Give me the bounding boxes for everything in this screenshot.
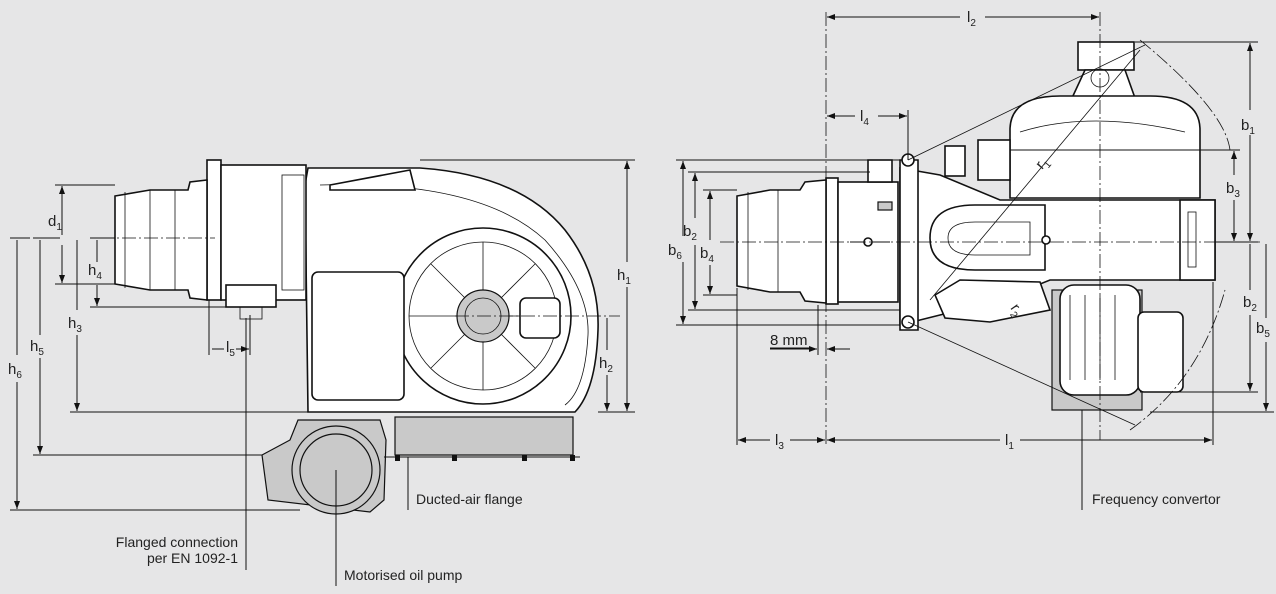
label-h1: h1: [617, 267, 631, 287]
label-b4: b4: [700, 245, 714, 265]
dim-b6: b6: [668, 159, 900, 326]
top-cover: [329, 169, 417, 191]
frequency-convertor: [1051, 284, 1184, 411]
dim-b3: b3: [1010, 149, 1240, 241]
dim-l3: l3: [736, 288, 825, 452]
label-l5: l5: [226, 339, 235, 359]
dim-l4: l4: [827, 108, 909, 160]
label-l2: l2: [967, 9, 976, 29]
mounting-flange-2: [825, 177, 839, 305]
bottom-shroud: [933, 279, 1052, 323]
blast-tube: [114, 179, 208, 301]
label-b3: b3: [1226, 180, 1240, 200]
dim-h5: h5: [30, 237, 262, 456]
dim-b2-right: b2: [1140, 244, 1258, 393]
burner-head-housing: [220, 164, 307, 301]
dim-b4: b4: [700, 189, 737, 296]
label-d1: d1: [48, 213, 62, 233]
label-flanged-connection-2: per EN 1092-1: [147, 550, 238, 566]
dim-8mm: 8 mm: [770, 305, 850, 355]
label-b2-left: b2: [683, 223, 697, 243]
label-h4: h4: [88, 262, 102, 282]
dim-b5: b5: [1150, 244, 1274, 413]
motor-housing: [1009, 41, 1201, 199]
label-flanged-connection-1: Flanged connection: [116, 534, 238, 550]
dim-l5: l5: [208, 300, 251, 359]
dim-l2: l2: [827, 9, 1099, 29]
dim-l1: l1: [827, 282, 1214, 452]
label-ducted-air: Ducted-air flange: [416, 491, 523, 507]
label-oil-pump: Motorised oil pump: [344, 567, 462, 583]
label-8mm: 8 mm: [770, 332, 808, 349]
dim-b1: b1: [1135, 41, 1258, 243]
label-b5: b5: [1256, 320, 1270, 340]
side-box: [977, 139, 1011, 181]
flange-connection: [225, 284, 277, 308]
label-h5: h5: [30, 338, 44, 358]
dim-h3: h3: [68, 240, 308, 413]
label-h3: h3: [68, 315, 82, 335]
label-l1: l1: [1005, 432, 1014, 452]
control-panel: [311, 271, 405, 401]
ducted-air-flange: [384, 416, 580, 461]
blast-tube-2: [736, 179, 827, 304]
dim-h2: h2: [599, 318, 613, 411]
dim-h6: h6: [8, 237, 300, 511]
dim-d1: d1: [48, 184, 115, 285]
label-l4: l4: [860, 108, 869, 128]
label-h2: h2: [599, 355, 613, 375]
label-b6: b6: [668, 242, 682, 262]
top-view: r1 r2 l2 l4 8 mm l3: [668, 9, 1274, 510]
side-box-2: [944, 145, 966, 177]
oil-pump: [261, 419, 387, 515]
mounting-flange: [206, 159, 222, 301]
label-h6: h6: [8, 361, 22, 381]
label-b2-right: b2: [1243, 294, 1257, 314]
label-l3: l3: [775, 432, 784, 452]
dim-h4: h4: [88, 237, 240, 308]
dim-b2-left: b2: [683, 171, 900, 311]
label-b1: b1: [1241, 117, 1255, 137]
side-view: d1 h4 h3 h5 h6: [8, 159, 635, 586]
label-frequency-convertor: Frequency convertor: [1092, 491, 1221, 507]
dim-h1: h1: [420, 159, 635, 413]
